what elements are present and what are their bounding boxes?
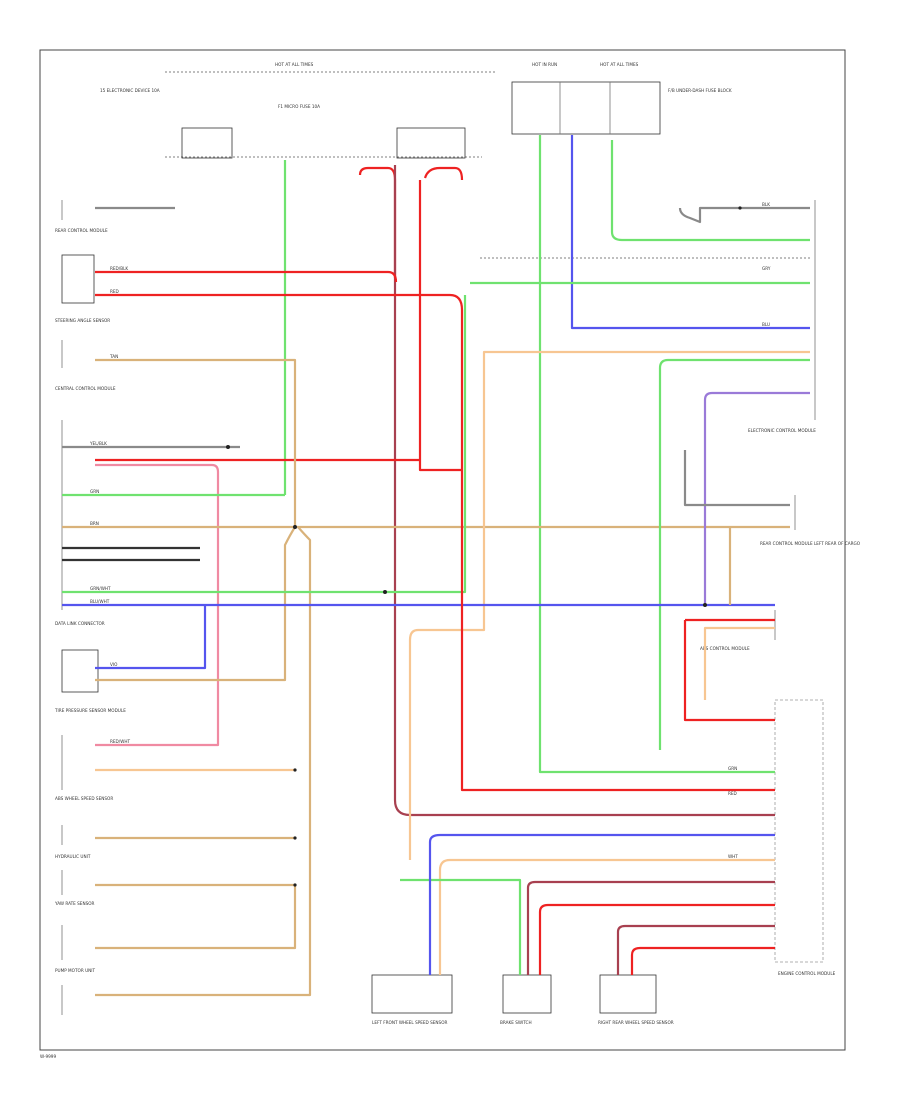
multiplexer-label: ELECTRONIC CONTROL MODULE (748, 428, 816, 433)
wire-grey-4 (683, 450, 790, 507)
hot-at-all-times-label: HOT AT ALL TIMES (275, 62, 314, 67)
wire-blue-right (570, 135, 810, 330)
wire-tan-lower-2 (95, 883, 297, 950)
wire-pink-1 (95, 463, 220, 747)
wire-org-4 (703, 626, 775, 700)
left-components: REAR CONTROL MODULE STEERING ANGLE SENSO… (54, 200, 126, 1015)
wire-label-blu-wht: BLU/WHT (90, 599, 110, 604)
wire-red-bottom-6 (630, 946, 775, 975)
wire-label-red-wht: RED/WHT (110, 739, 130, 744)
wire-label-tan: TAN (109, 354, 118, 359)
wire-violet (703, 391, 810, 605)
tire-pressure-label: TIRE PRESSURE SENSOR MODULE (54, 708, 126, 713)
wire-red-bottom-4 (538, 903, 775, 975)
wire-label-yel-blk: YEL/BLK (89, 441, 107, 446)
fuse-block-top (181, 81, 661, 159)
abs-module-label: ABS CONTROL MODULE (700, 646, 750, 651)
fuse-right-label: F/B UNDER-DASH FUSE BLOCK (668, 88, 732, 93)
wire-red-bottom-1 (460, 470, 775, 792)
steering-angle-label: STEERING ANGLE SENSOR (55, 318, 110, 323)
wire-tan-1 (95, 358, 297, 527)
wire-red-trunk (358, 166, 397, 278)
wire-red-bottom-5 (616, 924, 775, 975)
left-front-label: LEFT FRONT WHEEL SPEED SENSOR (372, 1020, 448, 1025)
wire-red-bottom-2 (683, 620, 775, 722)
right-components: ELECTRONIC CONTROL MODULE REAR CONTROL M… (700, 200, 861, 976)
wire-label-vio: VIO (110, 662, 118, 667)
hydraulic-unit-label: HYDRAULIC UNIT (55, 854, 91, 859)
wire-label-wht: WHT (728, 854, 738, 859)
hot-in-run-label: HOT IN RUN (532, 62, 557, 67)
rear-control-label: REAR CONTROL MODULE (55, 228, 108, 233)
yaw-sensor-label: YAW RATE SENSOR (54, 901, 95, 906)
wire-label-grn-right: GRN (728, 766, 737, 771)
wire-red-trunk-2 (423, 166, 464, 181)
wire-blue-left (95, 605, 207, 670)
wire-green-5 (658, 358, 810, 750)
wire-green-6 (400, 878, 522, 975)
wire-label-blk: BLK (762, 202, 770, 207)
diagram-id: W-9999 (40, 1054, 56, 1059)
fuse-bus: HOT AT ALL TIMES HOT IN RUN HOT AT ALL T… (100, 62, 810, 259)
wire-label-red: RED (110, 289, 119, 294)
wire-tan-vert (95, 526, 296, 682)
wire-green-3 (62, 295, 467, 594)
wire-labels: RED/BLK RED TAN YEL/BLK GRN BRN GRN/WHT … (89, 202, 771, 859)
bottom-components: LEFT FRONT WHEEL SPEED SENSOR BRAKE SWIT… (371, 974, 674, 1025)
wire-red-bottom-3 (526, 880, 775, 975)
pump-unit-label: PUMP MOTOR UNIT (55, 968, 95, 973)
wire-label-red-blk: RED/BLK (110, 266, 128, 271)
wire-label-gry: GRY (762, 266, 771, 271)
ccm-label: CENTRAL CONTROL MODULE (55, 386, 116, 391)
wire-red-1 (95, 270, 398, 283)
ems-label: ENGINE CONTROL MODULE (778, 971, 836, 976)
wire-label-grn: GRN (90, 489, 99, 494)
rear-unit-label: REAR CONTROL MODULE LEFT REAR OF CARGO (760, 541, 861, 546)
wire-red-2 (95, 180, 464, 472)
wire-label-grn-wht: GRN/WHT (90, 586, 111, 591)
wire-tan-vert-2 (95, 526, 312, 997)
right-rear-label: RIGHT REAR WHEEL SPEED SENSOR (598, 1020, 674, 1025)
junction-dots (226, 206, 742, 887)
wire-green-right-2 (610, 140, 810, 242)
wire-org-2 (438, 858, 775, 975)
wire-blue-bottom (428, 833, 775, 975)
wire-label-blu: BLU (762, 322, 770, 327)
fuse-left-label: 15 ELECTRONIC DEVICE 10A (100, 88, 160, 93)
data-link-label: DATA LINK CONNECTOR (55, 621, 105, 626)
wire-green-right-1 (538, 135, 775, 774)
wire-label-red-right: RED (728, 791, 737, 796)
wire-dred-long (393, 165, 775, 817)
wire-grey-3 (678, 206, 810, 224)
abs-sensor-label: ABS WHEEL SPEED SENSOR (55, 796, 113, 801)
brake-switch-label: BRAKE SWITCH (500, 1020, 532, 1025)
fuse-mid-label: F1 MICRO FUSE 10A (278, 104, 320, 109)
hot-at-all-times-right-label: HOT AT ALL TIMES (600, 62, 639, 67)
diagram-border (39, 49, 846, 1051)
wire-label-brn: BRN (90, 521, 99, 526)
